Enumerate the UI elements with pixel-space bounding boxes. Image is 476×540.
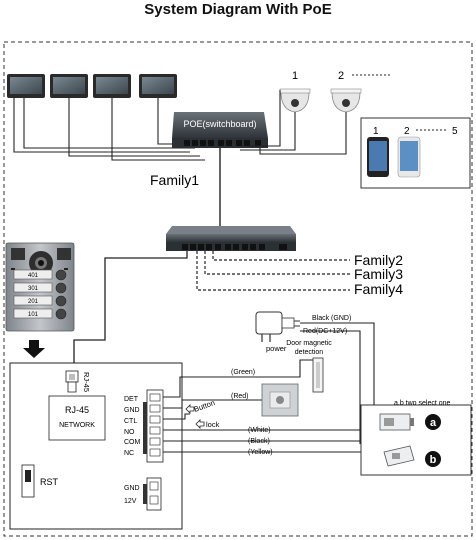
family4-label: Family4: [354, 281, 403, 297]
rj45-label: RJ-45: [65, 405, 89, 415]
dome-camera-2: [331, 89, 361, 112]
lock-arrow-icon: [196, 420, 204, 428]
smartphone-5-label: 5: [452, 126, 458, 137]
terminal-ctl: CTL: [124, 418, 137, 425]
black-gnd-label: Black (GND): [312, 315, 351, 322]
reset-switch-icon: [25, 470, 31, 482]
exit-button-device: [262, 384, 298, 416]
rst-label: RST: [40, 477, 59, 487]
rj45-network-port: [49, 396, 105, 440]
terminal-no: NO: [124, 429, 135, 436]
terminal-nc: NC: [124, 450, 134, 457]
family-dashed-lines: [197, 251, 350, 290]
poe-switch-label: POE(switchboard): [183, 119, 256, 129]
network-label: NETWORK: [59, 422, 95, 429]
apartment-button-101: 101: [28, 312, 39, 318]
apartment-button-201: 201: [28, 299, 39, 305]
outdoor-door-panel: [6, 243, 74, 331]
wire-white-label: (White): [248, 427, 271, 434]
camera-1-label: 1: [292, 70, 298, 82]
poe-switch-family: [166, 226, 296, 251]
terminal-det: DET: [124, 396, 139, 403]
select-one-label: a.b two select one: [394, 400, 451, 407]
terminal-gnd: GND: [124, 407, 140, 414]
electric-lock-a: [380, 414, 414, 430]
door-sensor-label: Door magnetic: [286, 340, 332, 347]
camera-2-label: 2: [338, 70, 344, 82]
red-dc-label: Red(DC+12V): [303, 328, 347, 335]
lock-label: lock: [206, 420, 220, 429]
power-terminal-12v: 12V: [124, 498, 137, 505]
smartphone-1: [367, 137, 389, 177]
indoor-monitor: [93, 74, 131, 98]
door-magnetic-sensor: [313, 358, 323, 392]
family1-label: Family1: [150, 172, 199, 188]
power-adapter: [256, 312, 300, 342]
option-a-label: a: [430, 417, 437, 429]
indoor-monitor: [7, 74, 45, 98]
smartphone-2-label: 2: [404, 126, 410, 137]
family3-label: Family3: [354, 266, 403, 282]
lock-selection-box: [361, 405, 471, 475]
power-terminal-gnd: GND: [124, 485, 140, 492]
apartment-button-301: 301: [28, 286, 39, 292]
indoor-monitor: [50, 74, 88, 98]
door-sensor-label-2: detection: [295, 349, 324, 356]
dome-camera-1: [280, 89, 310, 112]
rj45-tag: RJ-45: [82, 372, 91, 392]
option-b-label: b: [430, 454, 437, 466]
wire-black-label: (Black): [248, 438, 270, 445]
wire-yellow-label: (Yellow): [248, 449, 273, 456]
arrow-down-icon: [23, 340, 45, 358]
smartphone-1-label: 1: [373, 126, 379, 137]
rj45-plug-icon: [66, 371, 78, 392]
indoor-monitor: [139, 74, 177, 98]
wire-red-label: (Red): [231, 393, 249, 400]
door-panel-cable: [74, 251, 187, 372]
smartphone-2: [398, 137, 420, 177]
power-label: power: [266, 344, 287, 353]
apartment-button-401: 401: [28, 273, 39, 279]
wire-green-label: (Green): [231, 369, 255, 376]
poe-switchboard: [172, 112, 268, 148]
terminal-com: COM: [124, 439, 141, 446]
